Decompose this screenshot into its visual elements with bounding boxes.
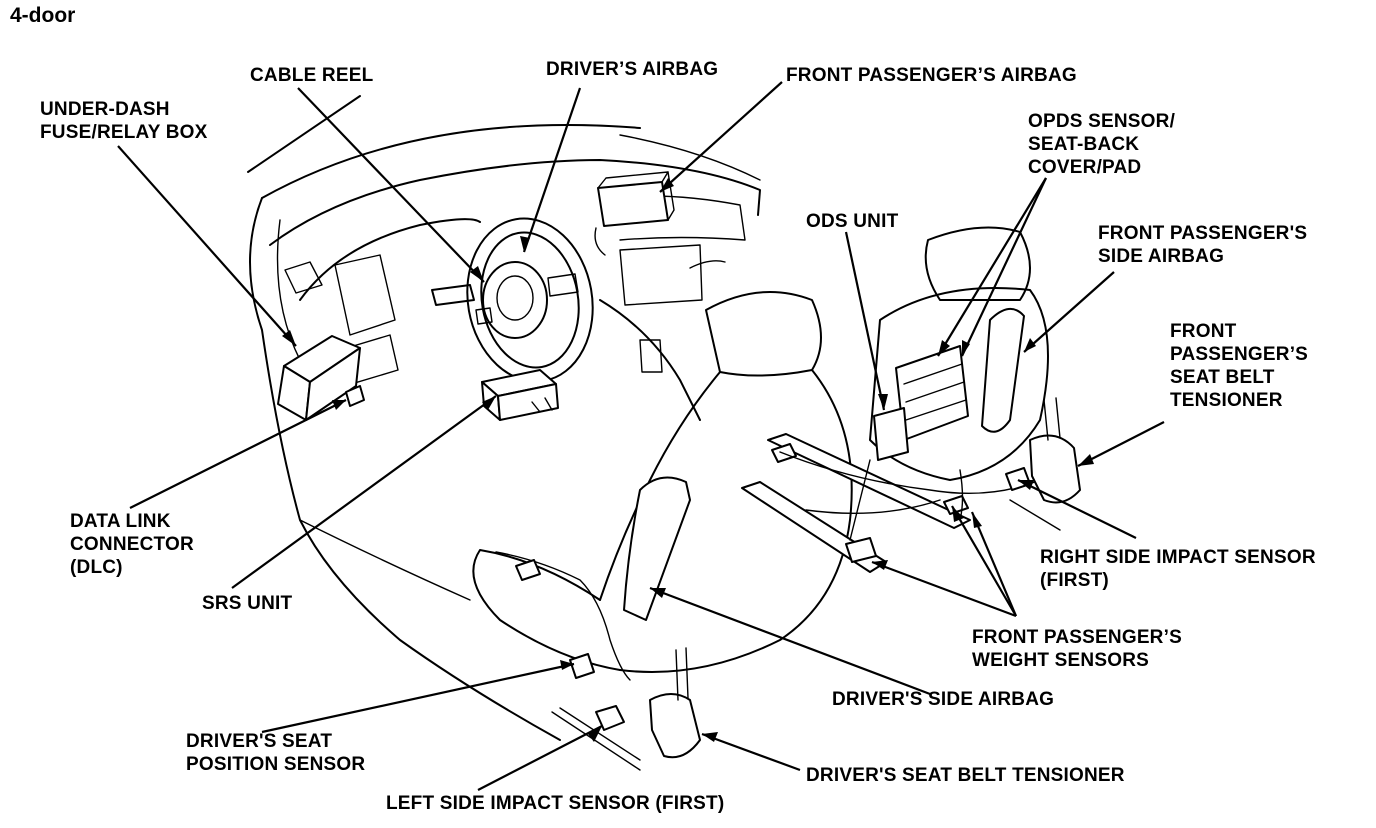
label-front-passengers-side-airbag: FRONT PASSENGER'S SIDE AIRBAG	[1098, 223, 1308, 267]
label-under-dash-fuse-relay-box: UNDER-DASH FUSE/RELAY BOX	[40, 99, 208, 143]
label-drivers-side-airbag: DRIVER'S SIDE AIRBAG	[832, 689, 1055, 710]
vehicle-interior-drawing	[247, 95, 1081, 771]
label-front-passengers-seat-belt-tensioner: FRONT PASSENGER’S SEAT BELT TENSIONER	[1170, 321, 1309, 411]
leader-lines	[117, 81, 1165, 791]
label-data-link-connector: DATA LINK CONNECTOR (DLC)	[70, 511, 194, 578]
label-front-passengers-weight-sensors: FRONT PASSENGER’S WEIGHT SENSORS	[972, 627, 1182, 671]
figure-title: 4-door	[10, 4, 76, 27]
label-cable-reel: CABLE REEL	[250, 65, 374, 86]
label-srs-unit: SRS UNIT	[202, 593, 293, 614]
label-opds-sensor: OPDS SENSOR/ SEAT-BACK COVER/PAD	[1028, 111, 1176, 178]
label-drivers-seat-position-sensor: DRIVER'S SEAT POSITION SENSOR	[186, 731, 366, 775]
label-front-passengers-airbag: FRONT PASSENGER’S AIRBAG	[786, 65, 1077, 86]
label-ods-unit: ODS UNIT	[806, 211, 899, 232]
label-drivers-seat-belt-tensioner: DRIVER'S SEAT BELT TENSIONER	[806, 765, 1125, 786]
label-drivers-airbag: DRIVER’S AIRBAG	[546, 59, 719, 80]
label-right-side-impact-sensor: RIGHT SIDE IMPACT SENSOR (FIRST)	[1040, 547, 1316, 591]
label-left-side-impact-sensor: LEFT SIDE IMPACT SENSOR (FIRST)	[386, 793, 725, 814]
